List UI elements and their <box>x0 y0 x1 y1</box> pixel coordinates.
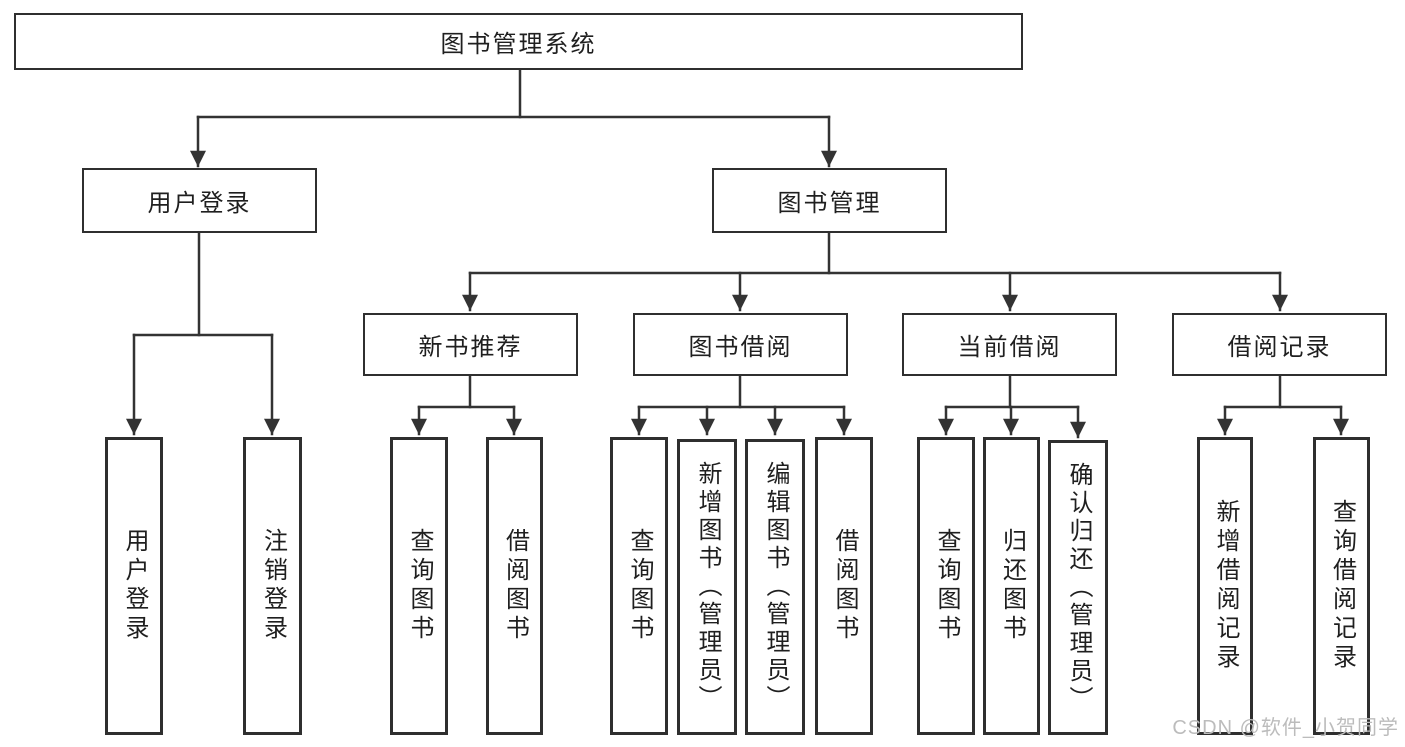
node-current-borrow-label: 当前借阅 <box>957 334 1062 361</box>
leaf-rec-query-book: 查询图书 <box>390 437 448 735</box>
node-root: 图书管理系统 <box>14 13 1023 70</box>
leaf-logout-label: 注销登录 <box>259 528 287 644</box>
leaf-bb-add-book-admin-label: 新增图书（管理员） <box>694 461 721 713</box>
node-book-management: 图书管理 <box>712 168 947 233</box>
connector-borrow-records <box>1217 374 1349 436</box>
leaf-user-login-label: 用户登录 <box>121 528 148 644</box>
node-book-borrow: 图书借阅 <box>633 313 848 376</box>
node-user-login: 用户登录 <box>82 168 317 233</box>
connector-root <box>190 66 837 168</box>
node-root-label: 图书管理系统 <box>440 31 597 58</box>
node-borrow-records: 借阅记录 <box>1172 313 1387 376</box>
leaf-br-query-record: 查询借阅记录 <box>1313 437 1370 735</box>
connector-book-borrow <box>631 374 852 436</box>
leaf-cb-query-book: 查询图书 <box>917 437 975 735</box>
connector-book-management <box>462 231 1288 312</box>
leaf-bb-edit-book-admin-label: 编辑图书（管理员） <box>762 461 789 713</box>
leaf-cb-return-book-label: 归还图书 <box>998 528 1026 644</box>
leaf-cb-return-book: 归还图书 <box>983 437 1040 735</box>
leaf-bb-borrow-book: 借阅图书 <box>815 437 873 735</box>
leaf-br-query-record-label: 查询借阅记录 <box>1328 499 1356 673</box>
node-new-book-recommend: 新书推荐 <box>363 313 578 376</box>
leaf-br-add-record: 新增借阅记录 <box>1197 437 1253 735</box>
leaf-rec-borrow-book-label: 借阅图书 <box>501 528 529 644</box>
leaf-cb-query-book-label: 查询图书 <box>933 528 960 644</box>
connector-user-login <box>126 231 280 436</box>
leaf-bb-edit-book-admin: 编辑图书（管理员） <box>745 439 805 735</box>
watermark: CSDN @软件_小贺同学 <box>1172 717 1399 739</box>
connector-new-book-recommend <box>411 374 522 436</box>
node-user-login-label: 用户登录 <box>147 190 252 217</box>
leaf-rec-borrow-book: 借阅图书 <box>486 437 543 735</box>
node-book-management-label: 图书管理 <box>777 190 882 217</box>
leaf-cb-confirm-return-admin-label: 确认归还（管理员） <box>1065 461 1092 714</box>
node-new-book-recommend-label: 新书推荐 <box>418 334 523 361</box>
connector-current-borrow <box>938 374 1086 439</box>
leaf-cb-confirm-return-admin: 确认归还（管理员） <box>1048 440 1108 735</box>
leaf-bb-query-book-label: 查询图书 <box>626 528 653 644</box>
leaf-rec-query-book-label: 查询图书 <box>406 528 433 644</box>
leaf-user-login: 用户登录 <box>105 437 163 735</box>
leaf-bb-query-book: 查询图书 <box>610 437 668 735</box>
node-current-borrow: 当前借阅 <box>902 313 1117 376</box>
leaf-br-add-record-label: 新增借阅记录 <box>1212 499 1239 673</box>
leaf-bb-add-book-admin: 新增图书（管理员） <box>677 439 737 735</box>
node-book-borrow-label: 图书借阅 <box>688 334 793 361</box>
node-borrow-records-label: 借阅记录 <box>1227 334 1332 361</box>
leaf-bb-borrow-book-label: 借阅图书 <box>831 528 858 644</box>
leaf-logout: 注销登录 <box>243 437 302 735</box>
